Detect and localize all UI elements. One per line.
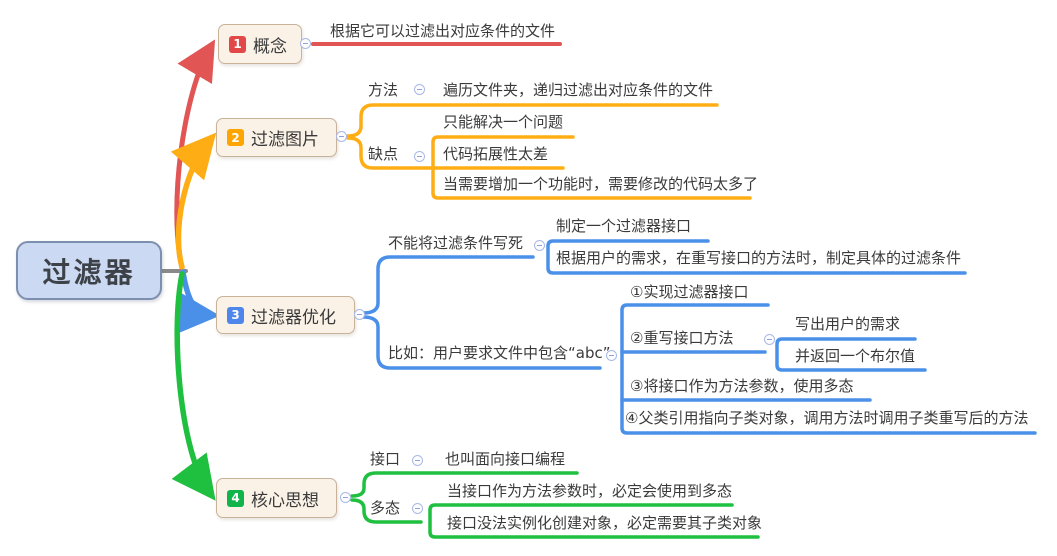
subtopic-method-detail[interactable]: 遍历文件夹，递归过滤出对应条件的文件 (443, 81, 714, 99)
subtopic-polymorphism-1[interactable]: 当接口作为方法参数时，必定会使用到多态 (447, 482, 733, 500)
collapse-icon[interactable] (414, 151, 425, 162)
subtopic-polymorphism[interactable]: 多态 (370, 499, 401, 517)
collapse-icon[interactable] (534, 240, 545, 251)
root-topic-label: 过滤器 (42, 255, 136, 289)
subtopic-step-4[interactable]: ④父类引用指向子类对象，调用方法时调用子类重写后的方法 (625, 409, 1029, 427)
subtopic-drawback-1[interactable]: 只能解决一个问题 (443, 113, 564, 131)
subtopic-step-2[interactable]: ②重写接口方法 (630, 329, 734, 347)
subtopic-polymorphism-2[interactable]: 接口没法实例化创建对象，必定需要其子类对象 (447, 514, 763, 532)
topic-number-badge: 4 (227, 489, 244, 507)
subtopic-step-3[interactable]: ③将接口作为方法参数，使用多态 (630, 377, 854, 395)
branch-curve-optimization (174, 269, 220, 335)
subtopic-define-interface[interactable]: 制定一个过滤器接口 (556, 217, 692, 235)
subtopic-return-boolean[interactable]: 并返回一个布尔值 (795, 347, 916, 365)
subtopic-example-abc[interactable]: 比如：用户要求文件中包含“abc” (388, 344, 611, 362)
topic-core-idea-label: 核心思想 (251, 490, 319, 511)
subtopic-interface-detail[interactable]: 也叫面向接口编程 (445, 450, 566, 468)
subtopic-method[interactable]: 方法 (368, 81, 399, 99)
collapse-icon[interactable] (414, 84, 425, 95)
topic-concept[interactable]: 1 概念 (218, 24, 302, 64)
topic-filter-image-label: 过滤图片 (251, 130, 319, 150)
subtopic-drawback-3[interactable]: 当需要增加一个功能时，需要修改的代码太多了 (443, 175, 759, 193)
branch-curve-core-idea (171, 271, 216, 501)
topic-concept-label: 概念 (253, 36, 287, 57)
collapse-icon[interactable] (340, 492, 351, 503)
branch-lines-optimization (361, 239, 1037, 435)
branch-lines-filter-image (346, 103, 752, 200)
subtopic-step-1[interactable]: ①实现过滤器接口 (630, 283, 749, 301)
collapse-icon[interactable] (764, 334, 775, 345)
collapse-icon[interactable] (336, 131, 347, 142)
subtopic-interface[interactable]: 接口 (370, 450, 401, 468)
subtopic-override-condition[interactable]: 根据用户的需求，在重写接口的方法时，制定具体的过滤条件 (556, 249, 962, 267)
collapse-icon[interactable] (354, 309, 365, 320)
topic-filter-image[interactable]: 2 过滤图片 (216, 118, 337, 157)
collapse-icon[interactable] (412, 455, 423, 466)
branch-curve-filter-image (170, 132, 217, 270)
topic-filter-optimization-label: 过滤器优化 (251, 307, 336, 328)
subtopic-drawbacks[interactable]: 缺点 (368, 145, 399, 163)
collapse-icon[interactable] (606, 350, 617, 361)
topic-number-badge: 2 (227, 129, 244, 146)
topic-number-badge: 3 (227, 306, 244, 324)
subtopic-drawback-2[interactable]: 代码拓展性太差 (443, 145, 549, 163)
subtopic-user-requirement[interactable]: 写出用户的需求 (795, 315, 901, 333)
topic-number-badge: 1 (229, 35, 246, 53)
collapse-icon[interactable] (412, 503, 423, 514)
subtopic-no-hardcode-condition[interactable]: 不能将过滤条件写死 (388, 234, 524, 252)
subtopic-concept-detail[interactable]: 根据它可以过滤出对应条件的文件 (330, 22, 556, 40)
branch-curve-concept (174, 39, 216, 271)
root-topic[interactable]: 过滤器 (16, 241, 162, 300)
branch-lines-core-idea (350, 471, 760, 539)
topic-filter-optimization[interactable]: 3 过滤器优化 (216, 296, 355, 334)
collapse-icon[interactable] (300, 38, 311, 49)
topic-core-idea[interactable]: 4 核心思想 (216, 478, 337, 518)
